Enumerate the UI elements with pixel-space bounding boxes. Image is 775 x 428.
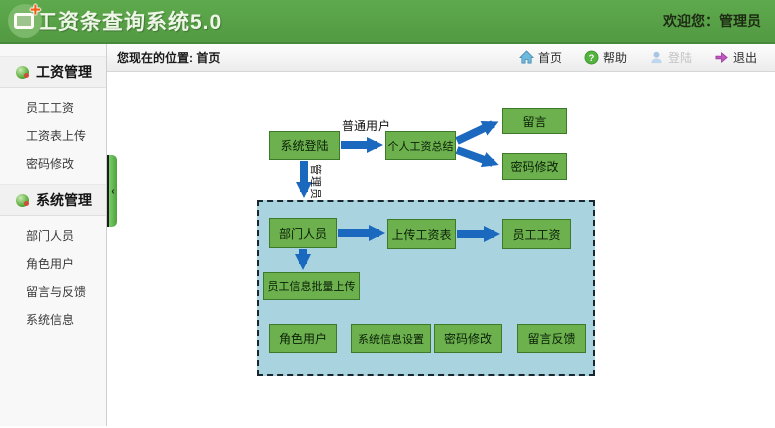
flow-node-login: 系统登陆 [269, 131, 340, 160]
login-icon [651, 51, 662, 64]
flow-node-upload-table: 上传工资表 [387, 219, 456, 249]
flow-node-personal-summary: 个人工资总结 [385, 131, 456, 160]
flow-node-message: 留言 [502, 108, 567, 134]
breadcrumb: 您现在的位置: 首页 [117, 51, 221, 65]
app-header: + 工资条查询系统5.0 欢迎您：管理员 [0, 0, 775, 44]
flow-node-feedback: 留言反馈 [517, 324, 586, 353]
help-link-label: 帮助 [602, 51, 627, 65]
logout-link[interactable]: 退出 [714, 49, 757, 66]
flow-node-system-info-setting: 系统信息设置 [351, 324, 431, 353]
login-link[interactable]: 登陆 [649, 49, 692, 66]
home-icon [518, 50, 534, 64]
sidebar-item-password-change[interactable]: 密码修改 [26, 157, 75, 171]
breadcrumb-bar: 您现在的位置: 首页 首页 ? 帮助 [107, 44, 775, 72]
flow-node-batch-upload: 员工信息批量上传 [263, 272, 360, 300]
flow-node-password-bottom: 密码修改 [434, 324, 502, 353]
edge-label-admin: 管理员 [309, 164, 321, 200]
sidebar-item-feedback[interactable]: 留言与反馈 [26, 285, 87, 299]
sidebar-section-label: 系统管理 [36, 192, 92, 208]
app-title: 工资条查询系统5.0 [36, 11, 223, 34]
flow-node-password-top: 密码修改 [502, 153, 567, 180]
sidebar-section-salary[interactable]: 工资管理 [0, 56, 106, 88]
flow-node-role-user: 角色用户 [269, 324, 337, 353]
svg-text:?: ? [589, 53, 595, 63]
green-orb-icon [16, 65, 29, 79]
sidebar-collapse-handle[interactable]: ‹ [107, 155, 117, 227]
sidebar-section-label: 工资管理 [36, 64, 92, 80]
sidebar-item-system-info[interactable]: 系统信息 [26, 313, 75, 327]
logout-icon [715, 52, 728, 63]
help-icon: ? [584, 50, 599, 65]
green-orb-icon [16, 193, 29, 207]
logout-link-label: 退出 [732, 51, 757, 65]
welcome-text: 欢迎您：管理员 [663, 13, 761, 29]
sidebar-item-role-user[interactable]: 角色用户 [26, 257, 75, 271]
sidebar-item-employee-salary[interactable]: 员工工资 [26, 101, 75, 115]
home-link[interactable]: 首页 [518, 49, 562, 66]
sidebar-item-department-staff[interactable]: 部门人员 [26, 229, 75, 243]
flow-node-department: 部门人员 [269, 218, 337, 248]
help-link[interactable]: ? 帮助 [584, 49, 627, 66]
sidebar: 工资管理 员工工资 工资表上传 密码修改 系统管理 部门人员 角色用户 留言与反… [0, 44, 107, 426]
home-link-label: 首页 [537, 51, 562, 65]
sidebar-item-salary-upload[interactable]: 工资表上传 [26, 129, 87, 143]
flow-node-employee-salary: 员工工资 [502, 219, 571, 249]
flowchart-canvas: 普通用户 管理员 系统登陆 个人工资总结 留言 密码修改 部门人员 上传工资表 … [107, 72, 775, 426]
edge-label-normal-user: 普通用户 [342, 119, 391, 133]
sidebar-section-system[interactable]: 系统管理 [0, 184, 106, 216]
app-logo-icon: + [8, 0, 42, 38]
login-link-label: 登陆 [667, 51, 692, 65]
